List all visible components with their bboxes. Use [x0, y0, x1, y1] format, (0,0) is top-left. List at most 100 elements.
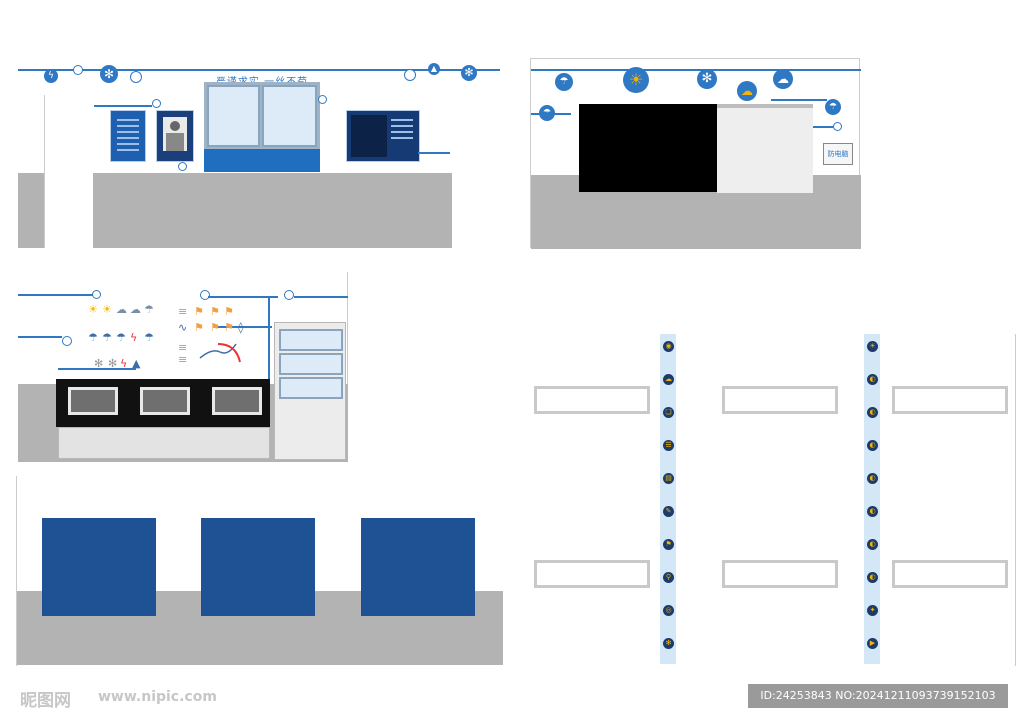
watermark-id: ID:24253843 NO:20241211093739152103	[748, 684, 1008, 708]
rain-icon: ☂	[144, 331, 154, 344]
cloud-icon: ☁	[773, 69, 793, 89]
blue-panel	[361, 518, 475, 616]
sun-icon: ☀	[88, 303, 98, 316]
snowflake-icon: ✻	[108, 357, 118, 370]
cloud-icon: ☁	[116, 303, 127, 316]
exhibit-wall-panel-1: ϟ ✻ ▲ ✻ 严谨求实 一丝不苟	[18, 55, 500, 248]
lines-icon: ≡	[178, 353, 188, 366]
connector-line	[58, 368, 136, 370]
weather-icon: ⚑	[663, 539, 674, 550]
corridor-panel: ◉ ☁ ❏ ☰ ▤ ✎ ⚑ ⚲ ◎ ✻ ☀ ◐ ◐ ◐ ◐ ◐ ◐ ◐ ✦ ▶	[530, 334, 1016, 666]
video-screen	[579, 104, 717, 192]
weather-icon: ☁	[663, 374, 674, 385]
moon-icon: ◐	[867, 506, 878, 517]
weather-icon: ☰	[663, 440, 674, 451]
moon-icon: ◐	[867, 473, 878, 484]
lightning-icon: ϟ	[130, 331, 138, 344]
info-board	[110, 110, 146, 162]
connector-line	[531, 113, 571, 115]
flag-icon: ⚑	[224, 321, 234, 334]
blue-panel	[42, 518, 156, 616]
ac-button[interactable]: 防电脑	[823, 143, 853, 165]
weather-icon: ❏	[663, 407, 674, 418]
monitor	[204, 381, 270, 427]
weather-icon: ✎	[663, 506, 674, 517]
monitor	[132, 381, 198, 427]
connector-line	[771, 99, 827, 101]
sun-icon: ☀	[623, 67, 649, 93]
node-icon	[318, 95, 327, 104]
flag-icon: ≡	[178, 305, 188, 318]
lightning-icon: ϟ	[44, 69, 58, 83]
cloud-icon: ☁	[130, 303, 141, 316]
projection-wall	[717, 104, 813, 193]
empty-frame	[722, 560, 838, 588]
top-line	[531, 69, 861, 71]
snowflake-icon: ✻	[94, 357, 104, 370]
blue-panel	[201, 518, 315, 616]
rain-icon: ☂	[116, 331, 126, 344]
rain-icon: ☂	[88, 331, 98, 344]
rain-icon: ☂	[825, 99, 841, 115]
flag-icon: ⚑	[210, 321, 220, 334]
display-window	[204, 82, 320, 172]
empty-frame	[722, 386, 838, 414]
flag-icon: ⚑	[224, 305, 234, 318]
play-icon: ▶	[867, 638, 878, 649]
watermark-url: www.nipic.com	[98, 689, 217, 705]
node-icon	[92, 290, 101, 299]
snowflake-icon: ✻	[697, 69, 717, 89]
drop-icon: ◊	[238, 321, 244, 334]
moon-icon: ◐	[867, 440, 878, 451]
cloud-icon: ▲	[428, 63, 440, 75]
snowflake-icon: ✻	[663, 638, 674, 649]
node-icon	[152, 99, 161, 108]
cloud-icon: ☁	[737, 81, 757, 101]
eye-icon: ◉	[663, 341, 674, 352]
monitor	[60, 381, 126, 427]
node-icon	[62, 336, 72, 346]
empty-frame	[534, 386, 650, 414]
moon-icon: ◐	[867, 374, 878, 385]
sun-icon: ☀	[102, 303, 112, 316]
sun-icon: ☀	[867, 341, 878, 352]
connector-line	[18, 336, 62, 338]
rain-icon: ☂	[102, 331, 112, 344]
top-line	[18, 69, 500, 71]
connector-line	[294, 296, 348, 298]
node-icon	[284, 290, 294, 300]
lightning-icon: ϟ	[120, 357, 128, 370]
empty-frame	[534, 560, 650, 588]
weather-icon: ▤	[663, 473, 674, 484]
top-line	[18, 294, 96, 296]
icon-strip: ☀ ◐ ◐ ◐ ◐ ◐ ◐ ◐ ✦ ▶	[864, 334, 880, 664]
rain-icon: ☂	[555, 73, 573, 91]
weather-icon: ◎	[663, 605, 674, 616]
portrait-board	[156, 110, 194, 162]
flag-icon: ⚑	[194, 321, 204, 334]
icon-strip: ◉ ☁ ❏ ☰ ▤ ✎ ⚑ ⚲ ◎ ✻	[660, 334, 676, 664]
connector-line	[268, 296, 270, 380]
exhibit-wall-panel-4	[16, 476, 503, 666]
lines-icon: ≡	[178, 341, 188, 354]
empty-frame	[892, 560, 1008, 588]
connector-line	[418, 152, 450, 154]
moon-icon: ◐	[867, 572, 878, 583]
watermark-brand: 昵图网	[20, 691, 71, 711]
star-icon: ✦	[867, 605, 878, 616]
cabinet	[58, 427, 270, 459]
share-icon: ⚲	[663, 572, 674, 583]
star-map-board	[346, 110, 420, 162]
node-icon	[833, 122, 842, 131]
mountain-icon: ▲	[132, 357, 141, 370]
connector-line	[813, 126, 833, 128]
empty-frame	[892, 386, 1008, 414]
trend-curve	[198, 342, 238, 360]
node-icon	[200, 290, 210, 300]
snowflake-icon: ✻	[100, 65, 118, 83]
flag-icon: ⚑	[210, 305, 220, 318]
display-cabinet	[274, 322, 346, 460]
wave-icon: ∿	[178, 321, 188, 334]
exhibit-wall-panel-2: ☂ ☀ ✻ ☁ ☁ ☂ ☂ 防电脑	[530, 58, 861, 249]
snowflake-icon: ✻	[461, 65, 477, 81]
